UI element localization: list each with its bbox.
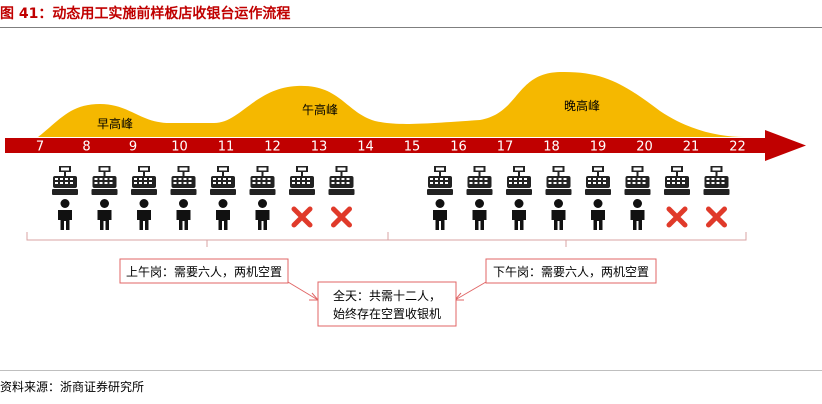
hour-label: 19: [590, 140, 607, 155]
peak-label-evening: 晚高峰: [564, 98, 600, 113]
cash-register-icon: [210, 166, 236, 195]
timeline-arrow: [5, 130, 806, 161]
hour-label: 8: [82, 140, 90, 155]
hour-label: 15: [404, 140, 421, 155]
connector-afternoon: [454, 281, 487, 301]
cashier-icon: [433, 199, 447, 230]
vacant-cross-icon: [669, 209, 685, 225]
cashier-icon: [97, 199, 112, 230]
summary-line-2: 始终存在空置收银机: [333, 306, 441, 321]
hour-label: 22: [729, 140, 746, 155]
afternoon-stations: [427, 166, 730, 230]
hour-label: 17: [497, 140, 514, 155]
hour-label: 16: [450, 140, 467, 155]
process-diagram: 早高峰 午高峰 晚高峰 7 8 9 10 11 12 13 14 15 16 17 18 19 20 21 2…: [5, 71, 806, 327]
cash-register-icon: [91, 166, 118, 195]
hour-label: 20: [636, 140, 653, 155]
morning-stations: [52, 166, 355, 230]
peak-demand-curve: [38, 71, 745, 137]
cashier-icon: [551, 199, 566, 230]
summary-box: [317, 281, 457, 327]
source-divider: [0, 370, 822, 371]
cash-register-icon: [585, 166, 611, 195]
afternoon-shift-label: 下午岗：需要六人，两机空置: [493, 265, 649, 279]
cashier-icon: [137, 199, 151, 230]
source-note: 资料来源：浙商证券研究所: [0, 380, 145, 394]
cashier-icon: [512, 199, 526, 230]
hour-label: 18: [543, 140, 560, 155]
cash-register-icon: [131, 166, 157, 195]
cashier-icon: [472, 199, 487, 230]
peak-label-morning: 早高峰: [97, 116, 133, 131]
cash-register-icon: [703, 166, 730, 195]
cash-register-icon: [328, 166, 355, 195]
cash-register-icon: [170, 166, 197, 195]
hour-label: 14: [357, 140, 374, 155]
connector-morning-arrowhead: [309, 292, 319, 301]
hour-axis: 7 8 9 10 11 12 13 14 15 16 17 18 19 20 21 22: [36, 140, 746, 155]
hour-label: 11: [218, 140, 235, 155]
hour-label: 10: [171, 140, 188, 155]
summary-line-1: 全天：共需十二人，: [333, 288, 441, 303]
afternoon-shift-box: [485, 258, 657, 284]
cash-register-icon: [466, 166, 493, 195]
cash-register-icon: [427, 166, 453, 195]
vacant-cross-icon: [294, 209, 310, 225]
cashier-icon: [176, 199, 191, 230]
cashier-icon: [58, 199, 72, 230]
cashier-icon: [216, 199, 230, 230]
hour-label: 12: [264, 140, 281, 155]
morning-shift-brace: [26, 232, 389, 247]
cash-register-icon: [52, 166, 78, 195]
figure-title: 图 41：动态用工实施前样板店收银台运作流程: [0, 6, 291, 22]
cash-register-icon: [506, 166, 532, 195]
title-divider: [0, 27, 822, 28]
hour-label: 13: [311, 140, 328, 155]
hour-label: 7: [36, 140, 44, 155]
cash-register-icon: [289, 166, 315, 195]
morning-shift-label: 上午岗：需要六人，两机空置: [126, 265, 282, 279]
hour-label: 9: [129, 140, 137, 155]
cashier-icon: [591, 199, 605, 230]
cashier-icon: [255, 199, 270, 230]
cash-register-icon: [545, 166, 572, 195]
afternoon-shift-brace: [387, 232, 747, 247]
cash-register-icon: [664, 166, 690, 195]
hour-label: 21: [683, 140, 700, 155]
vacant-cross-icon: [709, 209, 725, 225]
cash-register-icon: [624, 166, 651, 195]
morning-shift-box: [119, 258, 289, 284]
cash-register-icon: [249, 166, 276, 195]
peak-label-noon: 午高峰: [302, 102, 338, 117]
cashier-icon: [630, 199, 645, 230]
vacant-cross-icon: [334, 209, 350, 225]
connector-morning: [287, 281, 319, 301]
